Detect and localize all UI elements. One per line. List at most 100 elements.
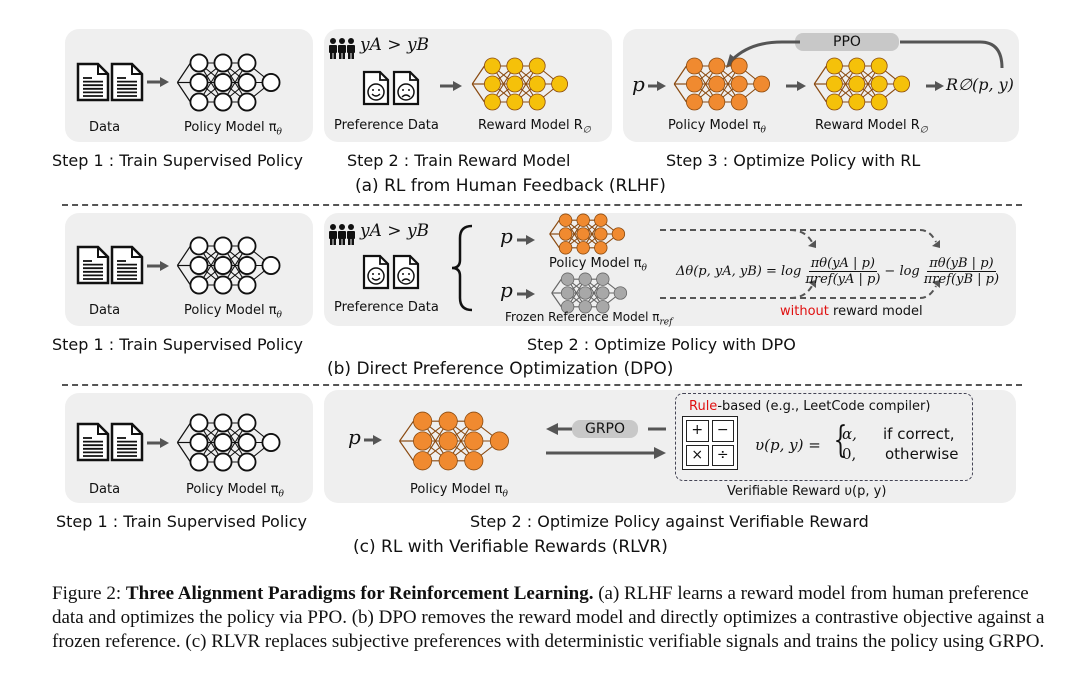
neuron-node [438, 411, 458, 431]
edge [673, 83, 687, 103]
neuron-node [413, 411, 433, 431]
data-label: Data [89, 303, 121, 318]
neuron-node [551, 75, 568, 93]
step-label: Step 2 : Optimize Policy with DPO [527, 335, 796, 354]
arrow-icon [147, 438, 169, 448]
neuron-node [730, 57, 748, 75]
neuron-node [189, 53, 209, 73]
neuron-node [753, 75, 770, 93]
policy-network-icon [673, 57, 770, 111]
step-label: Step 2 : Optimize Policy against Verifia… [470, 512, 869, 531]
without-reward-model-note: without reward model [780, 304, 923, 319]
case-2-value: 0, [842, 445, 857, 463]
neuron-node [237, 452, 257, 472]
arrow-icon [517, 235, 535, 245]
neuron-node [464, 451, 484, 471]
neuron-node [596, 272, 610, 286]
neuron-node [237, 53, 257, 73]
grpo-arrows [546, 423, 666, 459]
neuron-node [870, 93, 888, 111]
neuron-node [464, 431, 484, 451]
people-icon [329, 224, 355, 245]
neuron-node [237, 236, 257, 256]
document-icon [76, 245, 144, 285]
data-label: Data [89, 482, 121, 497]
arrow-icon [517, 289, 535, 299]
step-label: Step 1 : Train Supervised Policy [52, 151, 303, 170]
people-icon [329, 38, 355, 59]
policy-network-icon [549, 213, 626, 255]
edge [673, 65, 687, 85]
edge [176, 422, 191, 443]
input-p: p [348, 425, 361, 449]
edge [551, 292, 562, 308]
neuron-node [558, 227, 573, 241]
neuron-node [685, 75, 703, 93]
policy-model-label: Policy Model πθ [549, 256, 647, 274]
neuron-node [189, 92, 209, 112]
sad-document-icon [392, 254, 420, 290]
neuron-node [189, 73, 209, 92]
neuron-node [848, 75, 866, 93]
reward-function: υ(p, y) = [755, 436, 821, 454]
neuron-node [578, 286, 592, 300]
sad-document-icon [392, 70, 420, 106]
neuron-node [189, 452, 209, 472]
input-p: p [500, 224, 513, 248]
input-p: p [500, 278, 513, 302]
neuron-node [578, 272, 592, 286]
policy-model-label: Policy Model πθ [410, 482, 508, 500]
neuron-node [596, 286, 610, 300]
panel-b-step2 [324, 213, 1016, 326]
neuron-node [893, 75, 910, 93]
neuron-node [483, 93, 501, 111]
rule-based-box [675, 393, 973, 481]
edge [399, 420, 414, 442]
neuron-node [483, 57, 501, 75]
reward-network-icon [813, 57, 910, 111]
arrow-icon [786, 81, 806, 91]
neuron-node [730, 93, 748, 111]
reward-network-icon [471, 57, 568, 111]
neuron-node [213, 73, 233, 92]
document-icon [76, 422, 144, 462]
neuron-node [560, 286, 575, 300]
neuron-node [558, 241, 573, 255]
neuron-node [578, 300, 592, 314]
neuron-node [528, 57, 546, 75]
neural-network-icon [176, 413, 281, 472]
neuron-node [506, 93, 524, 111]
neuron-node [261, 256, 281, 275]
curly-brace-icon [451, 224, 473, 312]
neuron-node [594, 241, 608, 255]
neuron-node [685, 93, 703, 111]
curly-brace: { [833, 420, 848, 461]
neuron-node [213, 452, 233, 472]
neuron-node [237, 275, 257, 295]
arrow-icon [648, 81, 666, 91]
neuron-node [189, 433, 209, 452]
neuron-node [213, 433, 233, 452]
neuron-node [237, 256, 257, 275]
case-1-value: α, [842, 425, 857, 443]
neuron-node [596, 300, 610, 314]
data-label: Data [89, 120, 121, 135]
edge [176, 62, 191, 83]
neuron-node [438, 451, 458, 471]
neuron-node [213, 275, 233, 295]
neuron-node [506, 57, 524, 75]
happy-document-icon [362, 70, 390, 106]
neuron-node [708, 93, 726, 111]
arrow-icon [147, 77, 169, 87]
preference-data-label: Preference Data [334, 300, 439, 315]
neuron-node [189, 236, 209, 256]
neuron-node [870, 75, 888, 93]
input-p: p [632, 72, 645, 96]
policy-network-icon [399, 411, 509, 471]
section-title: (a) RL from Human Feedback (RLHF) [355, 176, 666, 196]
neuron-node [213, 256, 233, 275]
calculator-icon: + − × ÷ [682, 416, 738, 470]
happy-document-icon [362, 254, 390, 290]
reward-output: R∅(p, y) [946, 75, 1014, 94]
neuron-node [611, 227, 626, 241]
